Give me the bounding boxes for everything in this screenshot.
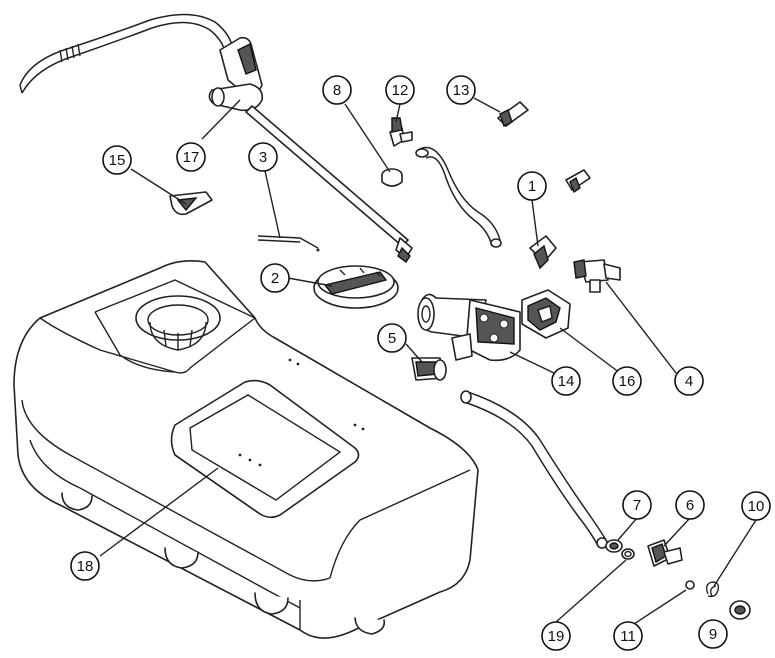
callout-number: 17 bbox=[183, 149, 200, 166]
tank-feet bbox=[61, 492, 386, 635]
callout-19: 19 bbox=[541, 621, 571, 651]
callout-number: 10 bbox=[748, 498, 765, 515]
callout-1: 1 bbox=[517, 171, 547, 201]
elbow-fitting bbox=[389, 117, 413, 147]
callout-2: 2 bbox=[260, 263, 290, 293]
callout-number: 7 bbox=[633, 497, 641, 514]
callout-5: 5 bbox=[377, 323, 407, 353]
tee-fitting bbox=[573, 259, 621, 293]
callout-number: 16 bbox=[619, 373, 636, 390]
callout-14: 14 bbox=[551, 366, 581, 396]
leader-lines bbox=[99, 97, 757, 625]
callout-number: 1 bbox=[528, 178, 536, 195]
callout-number: 3 bbox=[259, 149, 267, 166]
callout-number: 18 bbox=[77, 558, 94, 575]
callout-10: 10 bbox=[741, 491, 771, 521]
pressure-switch bbox=[521, 289, 571, 339]
callout-15: 15 bbox=[102, 145, 132, 175]
callout-number: 4 bbox=[685, 373, 693, 390]
callout-number: 2 bbox=[271, 270, 279, 287]
tank-body bbox=[13, 260, 479, 639]
wire-pin bbox=[257, 235, 320, 252]
straight-fitting bbox=[497, 101, 529, 127]
callout-number: 15 bbox=[109, 152, 126, 169]
callout-13: 13 bbox=[446, 75, 476, 105]
callout-18: 18 bbox=[70, 551, 100, 581]
callout-number: 5 bbox=[388, 330, 396, 347]
o-ring bbox=[685, 580, 695, 590]
drain-fitting bbox=[647, 539, 683, 567]
nozzle-clip bbox=[169, 191, 213, 216]
strainer bbox=[411, 357, 447, 381]
spray-wand-assembly bbox=[19, 13, 413, 264]
callout-number: 9 bbox=[709, 626, 717, 643]
spring-clip bbox=[705, 581, 720, 598]
callout-9: 9 bbox=[698, 619, 728, 649]
callout-7: 7 bbox=[622, 490, 652, 520]
callout-number: 14 bbox=[558, 373, 575, 390]
check-valve bbox=[529, 235, 557, 270]
callout-12: 12 bbox=[385, 75, 415, 105]
grommet bbox=[381, 168, 403, 187]
callout-8: 8 bbox=[322, 75, 352, 105]
callout-11: 11 bbox=[613, 621, 643, 651]
callout-number: 13 bbox=[453, 82, 470, 99]
callout-number: 12 bbox=[392, 82, 409, 99]
callout-17: 17 bbox=[176, 142, 206, 172]
callout-number: 19 bbox=[548, 628, 565, 645]
callout-4: 4 bbox=[674, 366, 704, 396]
inline-fitting bbox=[565, 169, 591, 194]
pump bbox=[417, 293, 521, 362]
upper-hose bbox=[415, 146, 502, 248]
fill-opening bbox=[135, 295, 221, 351]
lower-hose bbox=[460, 390, 608, 549]
mounting-holes bbox=[238, 358, 365, 467]
callout-3: 3 bbox=[248, 142, 278, 172]
hose-clamp bbox=[605, 539, 623, 553]
tank-cap bbox=[313, 265, 399, 309]
callout-number: 8 bbox=[333, 82, 341, 99]
washer bbox=[621, 548, 635, 560]
callout-number: 6 bbox=[686, 497, 694, 514]
callout-number: 11 bbox=[620, 628, 636, 645]
callout-16: 16 bbox=[612, 366, 642, 396]
drain-cap bbox=[729, 600, 751, 620]
callout-6: 6 bbox=[675, 490, 705, 520]
recessed-tray bbox=[170, 379, 360, 519]
